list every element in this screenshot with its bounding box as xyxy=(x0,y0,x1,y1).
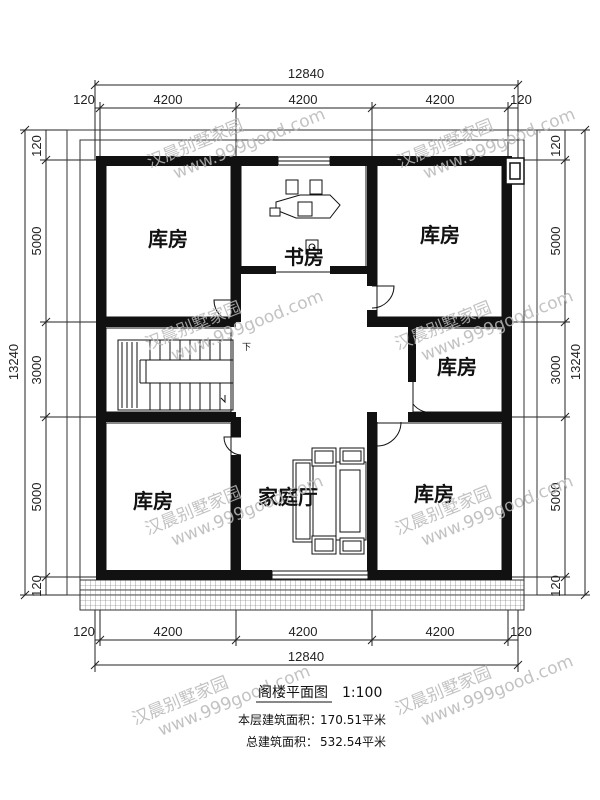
dim-total-height-right: 13240 xyxy=(568,344,583,380)
dim-bay-top-1: 4200 xyxy=(154,92,183,107)
study-window xyxy=(277,156,331,166)
dim-edge-right-top: 120 xyxy=(548,135,563,157)
room-label-storage-top-left: 库房 xyxy=(148,227,188,251)
plan-scale: 1:100 xyxy=(342,685,382,701)
total-area-value: 532.54平米 xyxy=(320,735,386,749)
dim-edge-top-right: 120 xyxy=(510,92,532,107)
plan-title: 阁楼平面图 xyxy=(258,685,328,701)
study-furniture xyxy=(269,179,341,255)
dim-total-height-left: 13240 xyxy=(6,344,21,380)
dim-edge-right-bottom: 120 xyxy=(548,575,563,597)
stairs xyxy=(117,339,234,411)
room-label-storage-top-right: 库房 xyxy=(420,223,460,247)
bottom-dimensions xyxy=(90,610,523,672)
dim-row-left-3: 5000 xyxy=(29,483,44,512)
dim-edge-bottom-left: 120 xyxy=(73,624,95,639)
total-area-label: 总建筑面积： xyxy=(246,734,318,749)
dim-bay-bottom-1: 4200 xyxy=(154,624,183,639)
hall-sofa-set xyxy=(292,447,367,555)
walls xyxy=(96,156,512,580)
dim-bay-bottom-2: 4200 xyxy=(289,624,318,639)
dim-total-width-bottom: 12840 xyxy=(288,649,324,664)
watermark-group-8: 汉晨别墅家园 www.999good.com xyxy=(392,651,576,730)
dim-edge-left-top: 120 xyxy=(29,135,44,157)
floor-area-value: 170.51平米 xyxy=(320,713,386,727)
right-dimensions xyxy=(510,125,590,600)
hall-window xyxy=(271,570,369,580)
room-label-storage-mid-right: 库房 xyxy=(437,355,477,379)
dim-edge-left-bottom: 120 xyxy=(29,575,44,597)
stair-down-label: 下 xyxy=(242,343,251,353)
dim-total-width-top: 12840 xyxy=(288,66,324,81)
dim-row-right-2: 3000 xyxy=(548,356,563,385)
room-label-study: 书房 xyxy=(284,245,324,269)
chimney xyxy=(505,157,525,185)
dim-bay-top-3: 4200 xyxy=(426,92,455,107)
left-dimensions xyxy=(20,125,98,600)
dim-row-right-3: 5000 xyxy=(548,483,563,512)
dim-bay-bottom-3: 4200 xyxy=(426,624,455,639)
dim-row-left-2: 3000 xyxy=(29,356,44,385)
room-label-storage-bottom-left: 库房 xyxy=(133,489,173,513)
room-label-storage-bottom-right: 库房 xyxy=(414,482,454,506)
room-outlines xyxy=(105,164,503,572)
dim-bay-top-2: 4200 xyxy=(289,92,318,107)
dim-edge-bottom-right: 120 xyxy=(510,624,532,639)
dim-row-right-1: 5000 xyxy=(548,227,563,256)
doors xyxy=(213,285,436,456)
dim-row-left-1: 5000 xyxy=(29,227,44,256)
room-label-family-hall: 家庭厅 xyxy=(258,485,318,509)
balcony-hatch xyxy=(79,579,525,611)
dim-edge-top-left: 120 xyxy=(73,92,95,107)
floor-area-label: 本层建筑面积： xyxy=(238,712,322,727)
top-dimensions xyxy=(90,80,523,160)
